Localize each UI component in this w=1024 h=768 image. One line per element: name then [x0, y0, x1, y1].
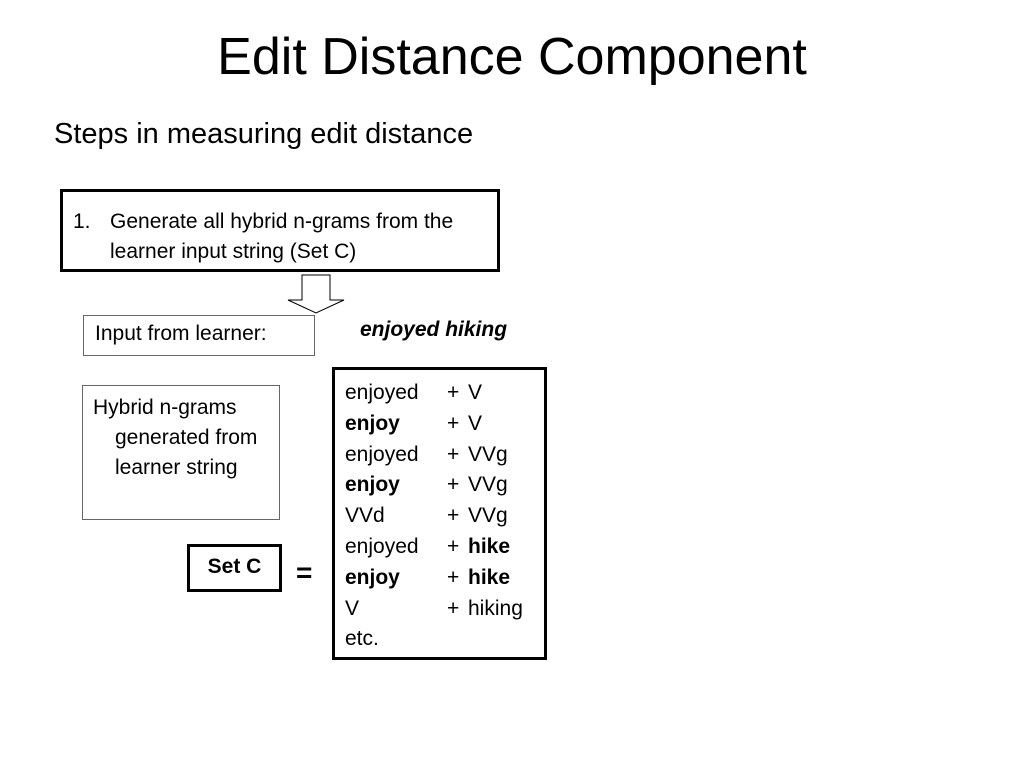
ngram-second-token: hiking — [468, 596, 523, 620]
ngram-first-token: enjoyed — [345, 442, 419, 466]
ngram-plus: + — [447, 596, 460, 620]
ngram-plus: + — [447, 473, 460, 497]
ngram-plus: + — [447, 534, 460, 558]
hybrid-ngrams-label: Hybrid n-grams — [93, 396, 237, 419]
ngram-first-token: enjoyed — [345, 381, 419, 404]
ngram-first-token: V — [345, 596, 360, 620]
ngram-first-token: etc. — [345, 627, 379, 651]
down-arrow-icon — [287, 274, 345, 314]
ngram-first-token: enjoyed — [345, 534, 419, 558]
ngram-row: enjoyed + VVg — [345, 440, 523, 471]
ngram-row: enjoy + VVg — [345, 470, 523, 501]
slide-subtitle: Steps in measuring edit distance — [54, 118, 474, 150]
ngram-row: enjoyed + V — [345, 378, 523, 409]
ngram-first-token: enjoy — [345, 565, 400, 589]
hybrid-ngrams-description: generated from learner string — [115, 426, 258, 479]
ngram-row: V + hiking — [345, 594, 523, 625]
ngram-row: etc. — [345, 624, 523, 655]
ngram-row: enjoy + V — [345, 409, 523, 440]
learner-input-value: enjoyed hiking — [360, 318, 508, 341]
ngram-row: VVd + VVg — [345, 501, 523, 532]
ngram-plus: + — [447, 442, 460, 466]
ngram-second-token: V — [468, 411, 483, 435]
input-label-box: Input from learner: — [83, 315, 315, 356]
ngram-plus: + — [447, 565, 460, 589]
ngram-second-token: VVg — [468, 473, 508, 497]
step-text: Generate all hybrid n-grams from the lea… — [110, 210, 454, 263]
ngram-plus: + — [447, 504, 460, 528]
ngram-second-token: VVg — [468, 504, 508, 528]
ngram-first-token: enjoy — [345, 411, 400, 435]
ngram-second-token: VVg — [468, 442, 508, 466]
ngram-second-token: hike — [468, 534, 511, 558]
set-c-box: Set C — [187, 544, 282, 592]
ngram-row: enjoyed + hike — [345, 532, 523, 563]
ngram-first-token: enjoy — [345, 473, 400, 497]
ngram-first-token: VVd — [345, 504, 385, 528]
step-number: 1. — [73, 210, 91, 233]
ngram-plus: + — [447, 411, 460, 435]
hybrid-ngrams-box: Hybrid n-grams generated from learner st… — [82, 385, 280, 520]
ngram-second-token: hike — [468, 565, 511, 589]
ngram-plus: + — [447, 381, 460, 404]
ngram-second-token: V — [468, 381, 483, 404]
slide-title: Edit Distance Component — [217, 28, 807, 86]
ngram-row: enjoy + hike — [345, 563, 523, 594]
step-box: 1. Generate all hybrid n-grams from the … — [60, 189, 500, 272]
equals-sign: = — [296, 557, 313, 588]
